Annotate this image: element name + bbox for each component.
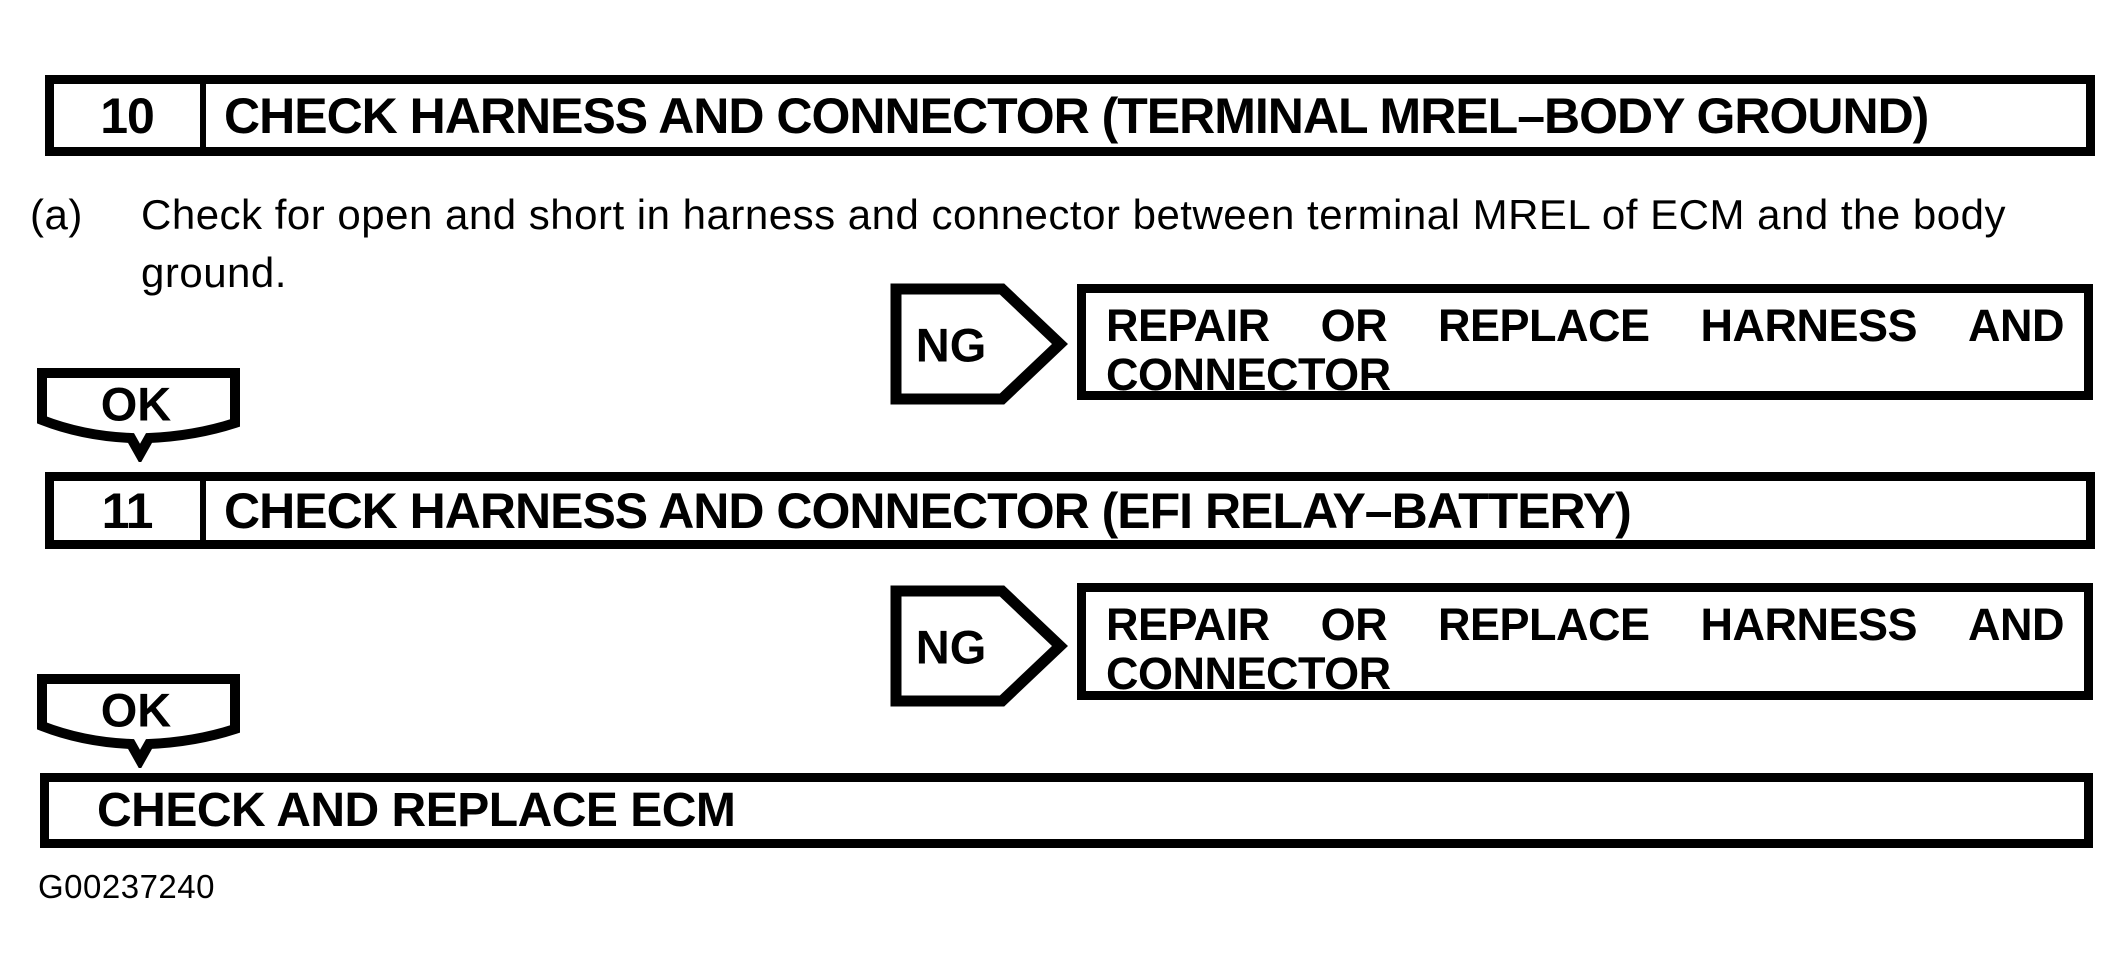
step-11-title: CHECK HARNESS AND CONNECTOR (EFI RELAY–B… bbox=[224, 482, 1632, 539]
step-11-number: 11 bbox=[54, 481, 206, 540]
ng-label: NG bbox=[916, 319, 987, 372]
ng-result-line-2: CONNECTOR bbox=[1106, 648, 1391, 699]
ng-label: NG bbox=[916, 621, 987, 674]
ok-label: OK bbox=[101, 378, 172, 431]
ng-arrow-shape: NG bbox=[890, 585, 1068, 707]
step-10-header: 10 CHECK HARNESS AND CONNECTOR (TERMINAL… bbox=[45, 75, 2095, 156]
step-10-title: CHECK HARNESS AND CONNECTOR (TERMINAL MR… bbox=[224, 87, 1929, 144]
instruction-label: (a) bbox=[30, 191, 83, 238]
ok-label: OK bbox=[101, 684, 172, 737]
step-10-number: 10 bbox=[54, 84, 206, 147]
ok-connector-shape: OK bbox=[37, 368, 240, 462]
figure-id-label: G00237240 bbox=[38, 868, 215, 905]
instruction-line-1: Check for open and short in harness and … bbox=[141, 191, 2006, 238]
ng-result-line-2: CONNECTOR bbox=[1106, 349, 1391, 400]
step-10-instruction: (a) Check for open and short in harness … bbox=[30, 186, 2100, 302]
instruction-text: Check for open and short in harness and … bbox=[141, 186, 2100, 302]
instruction-line-2: ground. bbox=[141, 249, 287, 296]
final-action-box: CHECK AND REPLACE ECM bbox=[40, 773, 2093, 848]
step-11-header: 11 CHECK HARNESS AND CONNECTOR (EFI RELA… bbox=[45, 472, 2095, 549]
ok-connector-shape: OK bbox=[37, 674, 240, 768]
ng-arrow-shape: NG bbox=[890, 283, 1068, 405]
final-action-label: CHECK AND REPLACE ECM bbox=[97, 784, 736, 837]
